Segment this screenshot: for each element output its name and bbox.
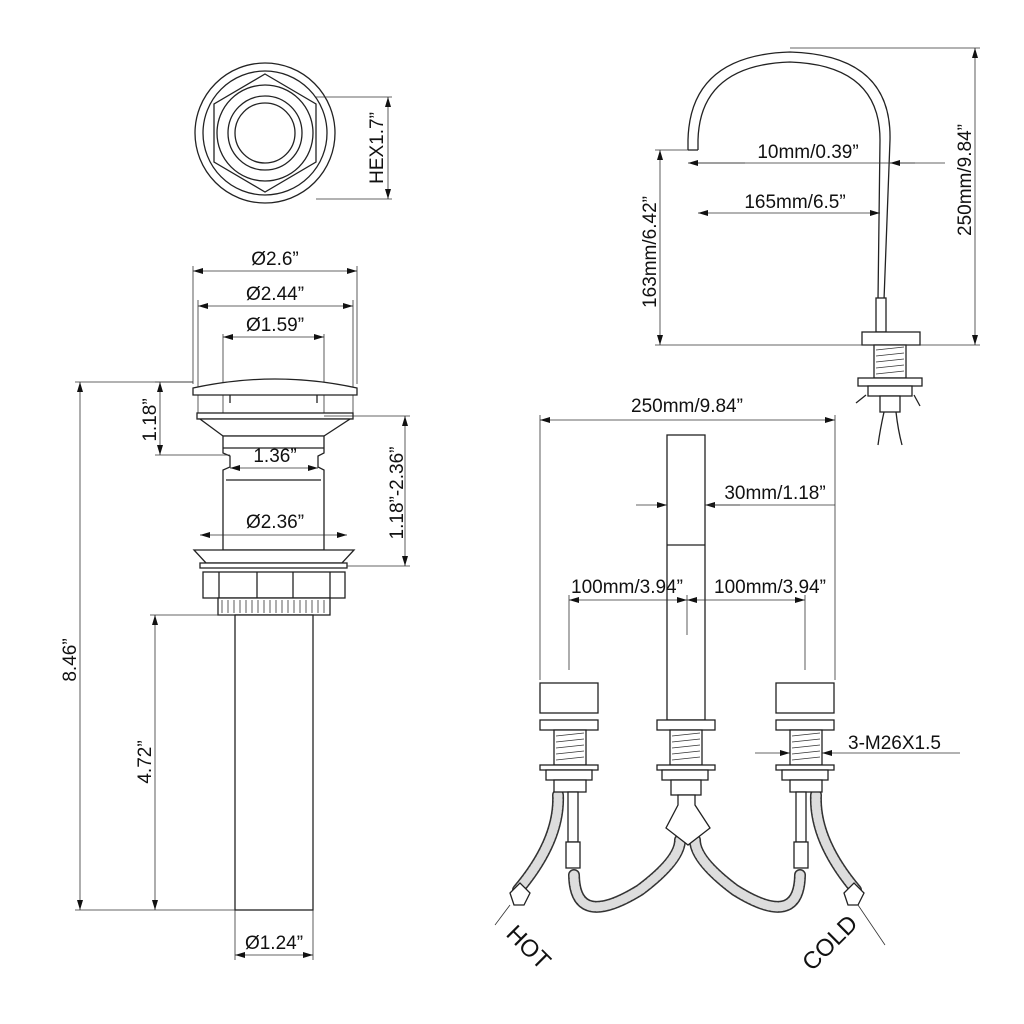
hot-label: HOT bbox=[501, 920, 556, 975]
total-height-label: 8.46” bbox=[60, 638, 81, 681]
spout-tip-label: 10mm/0.39” bbox=[757, 142, 858, 163]
hex-size-label: HEX1.7” bbox=[367, 112, 388, 184]
cap-diameter-label: Ø2.6” bbox=[251, 249, 299, 270]
flange-diameter-label: Ø2.44” bbox=[246, 284, 304, 305]
spout-reach-label: 165mm/6.5” bbox=[744, 192, 845, 213]
cold-label: COLD bbox=[797, 910, 863, 976]
outlet-height-label: 163mm/6.42” bbox=[640, 196, 661, 308]
spout-total-height-label: 250mm/9.84” bbox=[955, 124, 976, 236]
body-diameter-label: Ø2.36” bbox=[246, 512, 304, 533]
spout-width-label: 30mm/1.18” bbox=[724, 483, 825, 504]
drain-side-view: Ø2.6” Ø2.44” Ø1.59” 1.36” Ø2.36” 1.18”-2… bbox=[60, 249, 410, 960]
cold-handle bbox=[775, 682, 865, 906]
sink-thickness-label: 1.18”-2.36” bbox=[387, 447, 408, 540]
faucet-front-view: 250mm/9.84” 30mm/1.18” 100mm/3.94” 100mm… bbox=[494, 396, 960, 976]
spout-base bbox=[656, 719, 716, 846]
neck-width-label: 1.36” bbox=[253, 446, 296, 467]
faucet-width-label: 250mm/9.84” bbox=[631, 396, 743, 417]
cap-height-label: 1.18” bbox=[140, 398, 161, 441]
thread-spec-label: 3-M26X1.5 bbox=[848, 733, 941, 754]
drain-top-view: HEX1.7” bbox=[194, 62, 392, 204]
inner-diameter-label: Ø1.59” bbox=[246, 315, 304, 336]
tail-length-label: 4.72” bbox=[135, 740, 156, 783]
spout-side-view: 10mm/0.39” 165mm/6.5” 163mm/6.42” 250mm/… bbox=[640, 47, 980, 446]
left-spacing-label: 100mm/3.94” bbox=[571, 577, 683, 598]
right-spacing-label: 100mm/3.94” bbox=[714, 577, 826, 598]
hot-handle bbox=[509, 682, 599, 906]
tail-diameter-label: Ø1.24” bbox=[245, 933, 303, 954]
